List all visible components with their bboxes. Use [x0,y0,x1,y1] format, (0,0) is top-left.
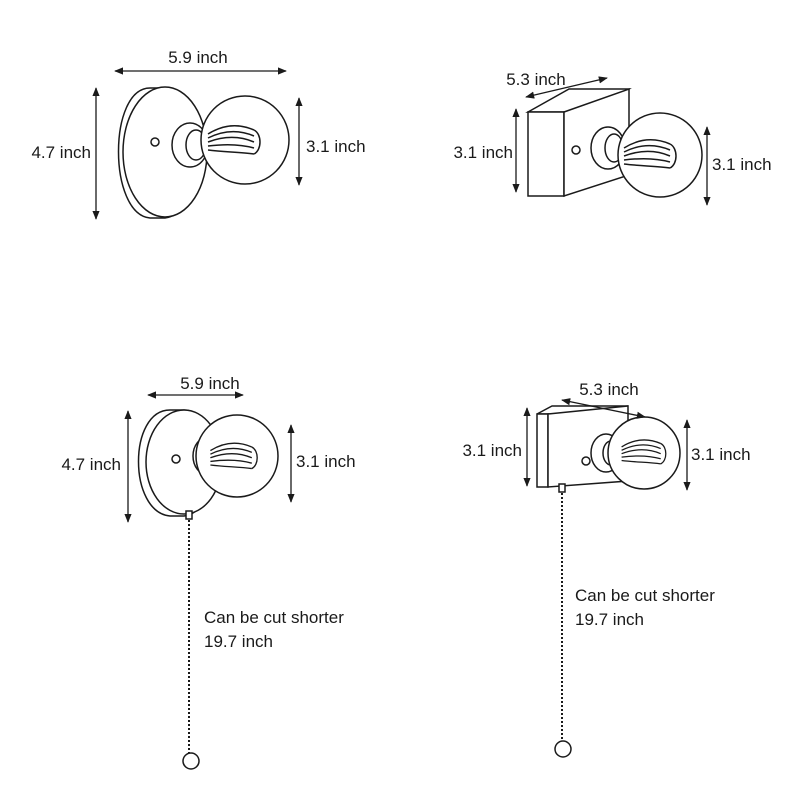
rect-pull-sconce-figure: 5.3 inch 3.1 inch 3.1 inch Can be cut sh… [462,380,751,758]
mount-screw [571,145,581,155]
round-width-label: 5.9 inch [168,48,228,67]
round-pull-width-label: 5.9 inch [180,374,240,393]
rect-height-label: 3.1 inch [453,143,513,162]
mount-screw [171,454,181,464]
rect-base-side [527,111,565,197]
pull-switch [185,510,193,520]
chain-note-line1: Can be cut shorter [575,586,715,605]
round-pull-sconce-figure: 5.9 inch 4.7 inch 3.1 inch Can be cut sh… [61,374,356,770]
pull-chain-knob [182,752,200,770]
chain-note-line2: 19.7 inch [204,632,273,651]
round-height-label: 4.7 inch [31,143,91,162]
globe-bulb [195,414,279,498]
round-pull-height-label: 4.7 inch [61,455,121,474]
rect-pull-bulb-label: 3.1 inch [691,445,751,464]
rect-pull-width-label: 5.3 inch [579,380,639,399]
rect-base-side [536,413,549,488]
globe-bulb [200,95,290,185]
rect-pull-height-label: 3.1 inch [462,441,522,460]
round-pull-bulb-label: 3.1 inch [296,452,356,471]
pull-switch [558,483,566,493]
chain-note-line2: 19.7 inch [575,610,644,629]
rect-sconce-figure: 5.3 inch 3.1 inch 3.1 inch [453,70,772,206]
rect-width-label: 5.3 inch [506,70,566,89]
round-bulb-label: 3.1 inch [306,137,366,156]
round-sconce-figure: 5.9 inch 4.7 inch 3.1 inch [31,48,366,220]
chain-note-line1: Can be cut shorter [204,608,344,627]
pull-chain-knob [554,740,572,758]
globe-bulb [617,112,703,198]
mount-screw [150,137,160,147]
mount-screw [581,456,591,466]
rect-bulb-label: 3.1 inch [712,155,772,174]
globe-bulb [607,416,681,490]
